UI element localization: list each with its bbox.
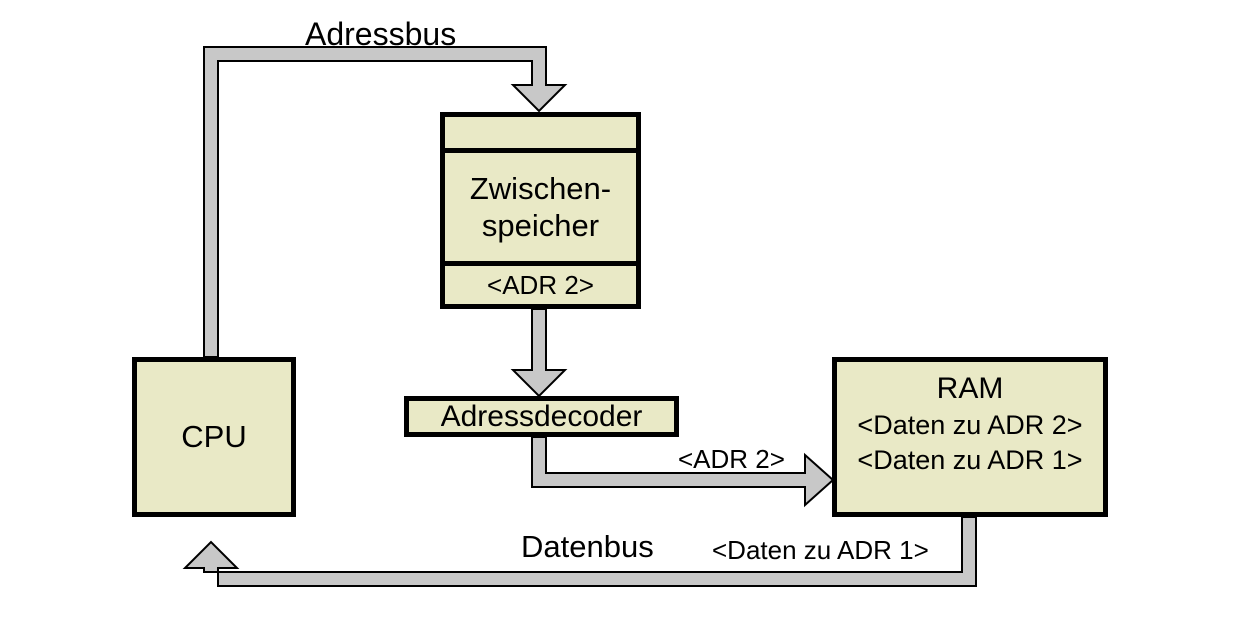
node-adressdecoder[interactable]: Adressdecoder (404, 396, 679, 437)
node-zwischenspeicher[interactable]: Zwischen- speicher <ADR 2> (440, 112, 641, 309)
zwischenspeicher-label-line2: speicher (481, 208, 600, 243)
address-bus-label: Adressbus (305, 16, 457, 52)
zwischenspeicher-value: <ADR 2> (487, 270, 594, 300)
address-bus-path (203, 46, 568, 358)
decoder-to-ram-label: <ADR 2> (678, 444, 785, 474)
buffer-to-decoder-bus (510, 308, 568, 398)
node-ram-title: RAM (936, 372, 1004, 405)
node-ram[interactable]: RAM <Daten zu ADR 2> <Daten zu ADR 1> (832, 357, 1108, 517)
node-ram-line-1: <Daten zu ADR 2> (857, 410, 1083, 440)
data-bus-label: Datenbus (521, 529, 654, 564)
node-ram-line-2: <Daten zu ADR 1> (857, 445, 1083, 475)
zwischenspeicher-label: Zwischen- speicher (445, 153, 636, 266)
data-bus-payload-label: <Daten zu ADR 1> (712, 535, 929, 565)
decoder-to-ram-bus (531, 436, 835, 508)
node-adressdecoder-label: Adressdecoder (440, 400, 643, 433)
zwischenspeicher-label-line1: Zwischen- (469, 171, 612, 206)
zwischenspeicher-header-cell (445, 117, 636, 153)
node-cpu[interactable]: CPU (132, 357, 296, 517)
data-bus-path (182, 516, 977, 587)
node-cpu-label: CPU (181, 420, 247, 454)
